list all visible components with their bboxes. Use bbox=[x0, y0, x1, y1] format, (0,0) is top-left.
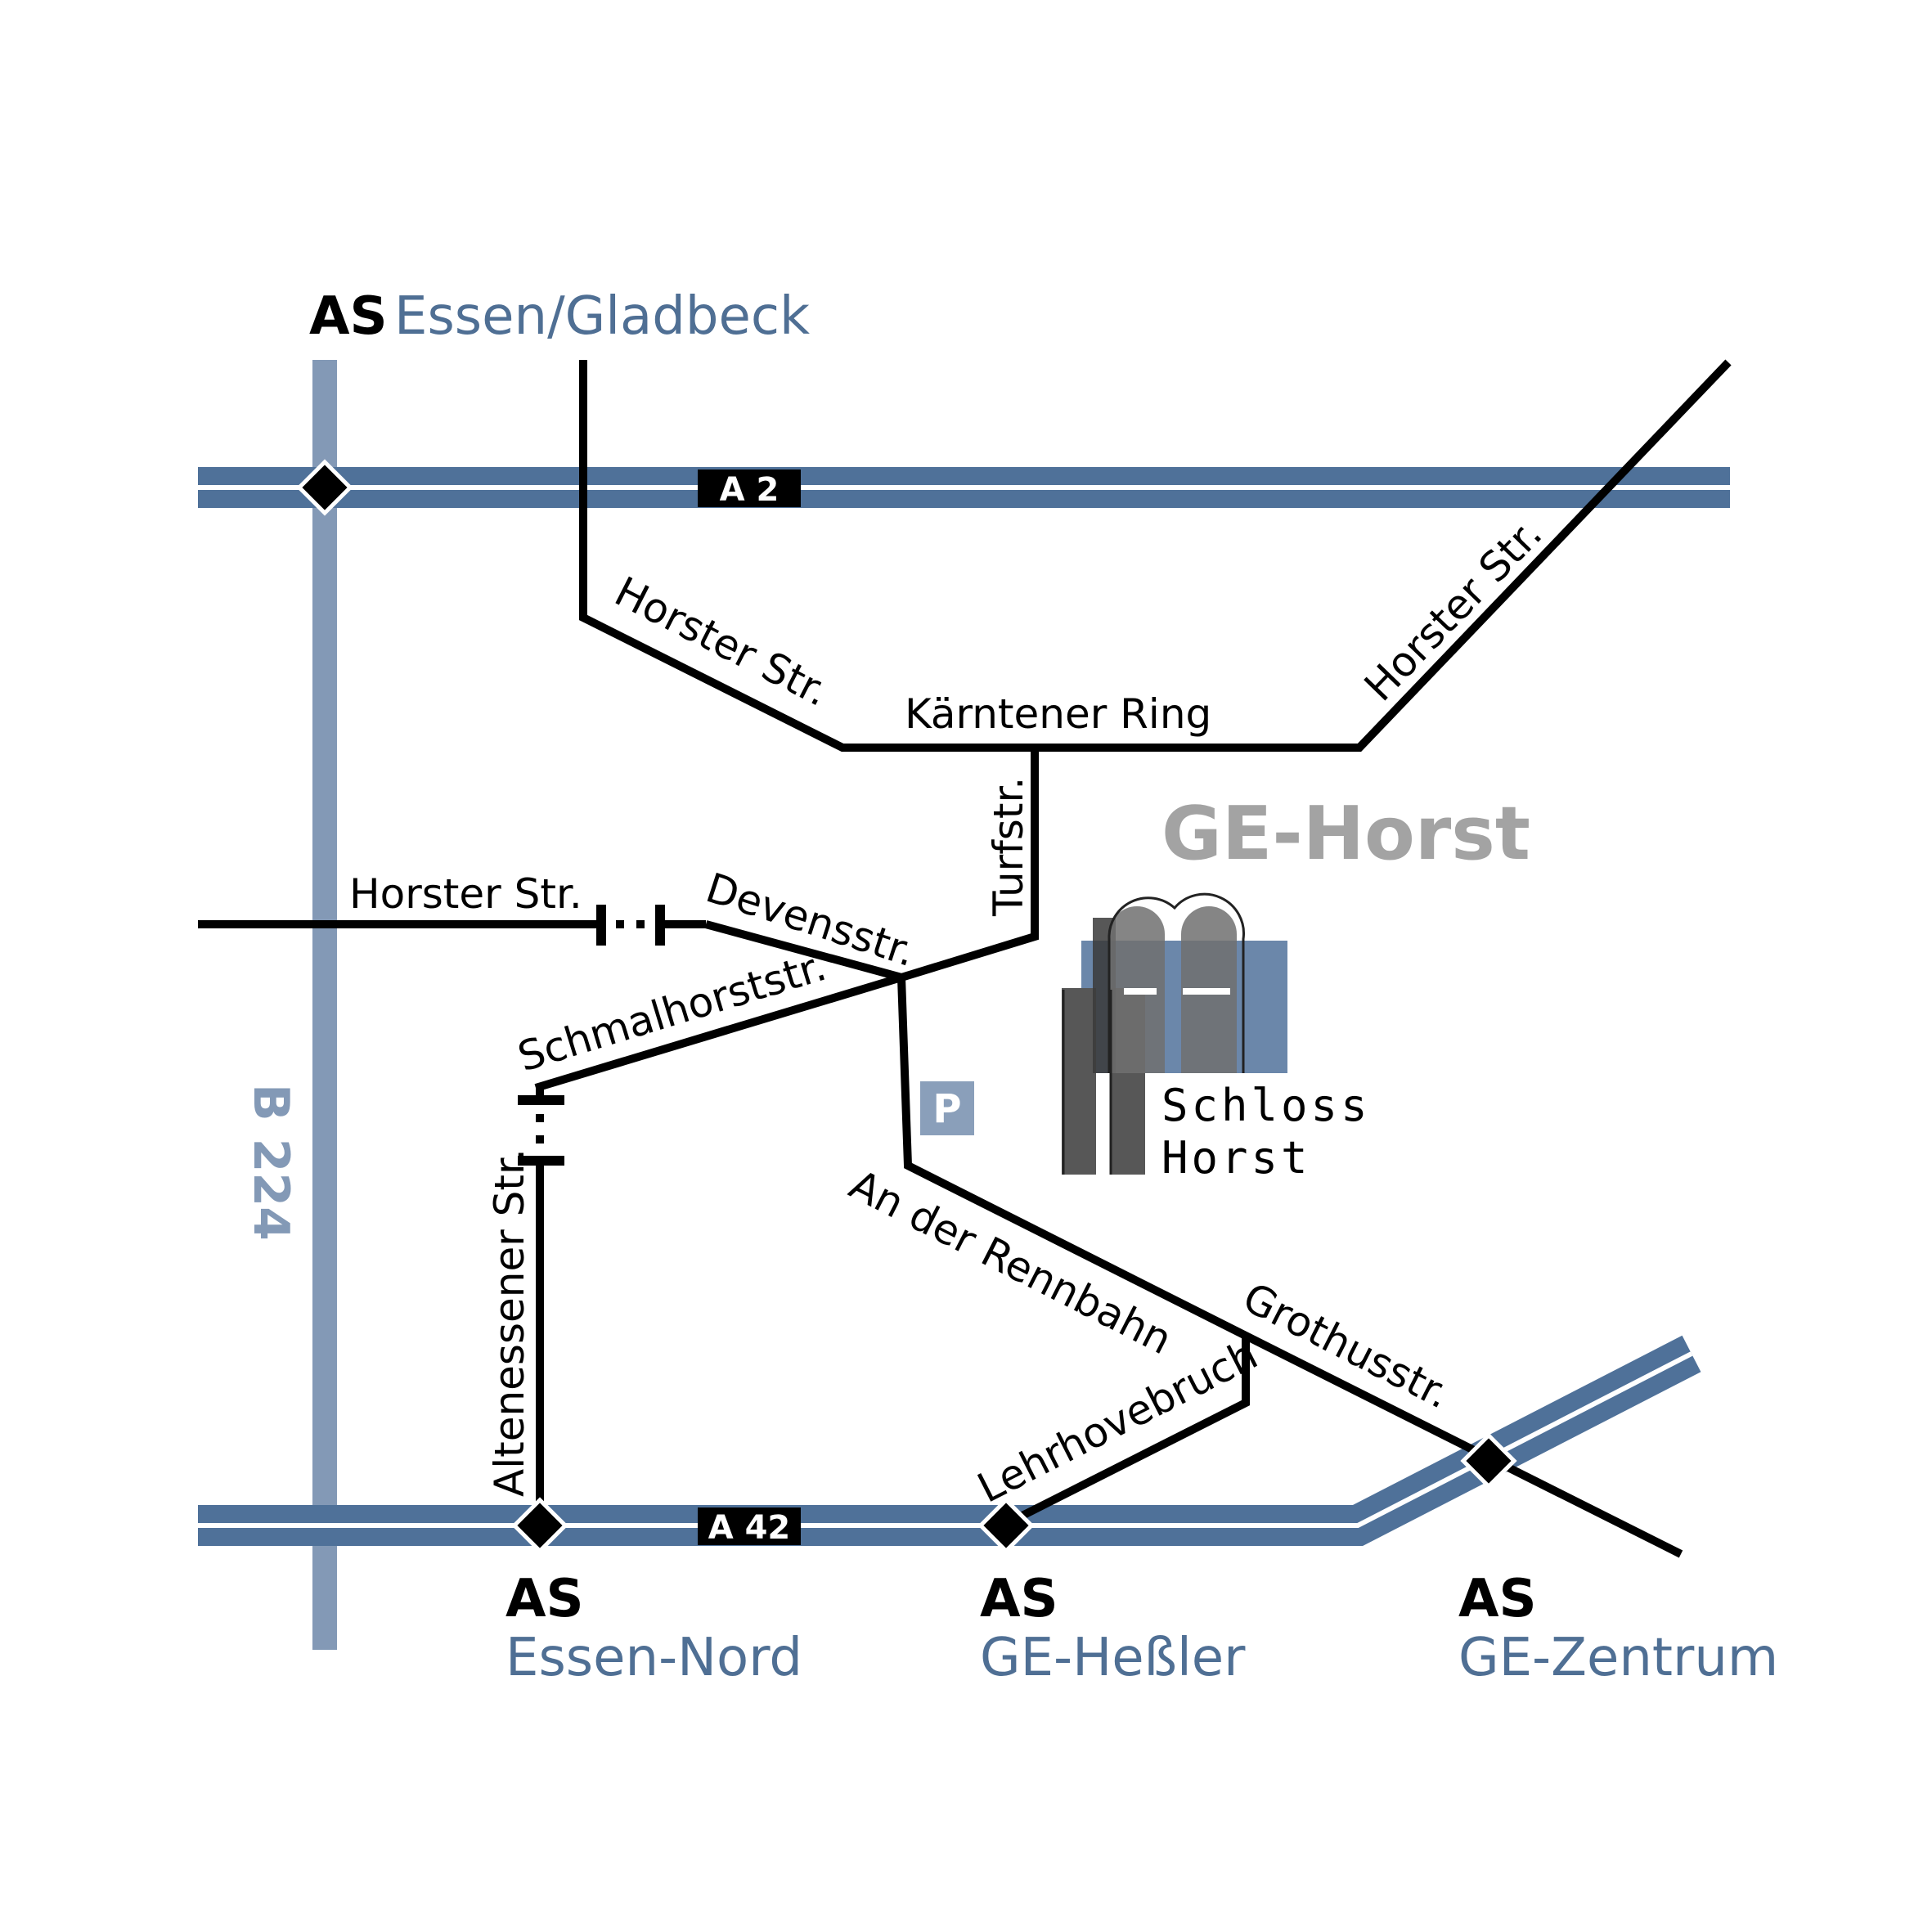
road-interruption-altenessener bbox=[518, 1088, 564, 1166]
svg-text:A 42: A 42 bbox=[708, 1509, 791, 1547]
road-interruption-horster bbox=[596, 905, 665, 946]
svg-text:AS: AS bbox=[309, 286, 388, 347]
b224-label: B 224 bbox=[242, 1084, 299, 1241]
junction-label-ge-hessler: AS GE-Heßler bbox=[980, 1569, 1246, 1688]
junction-label-essen-nord: AS Essen-Nord bbox=[505, 1569, 802, 1688]
junction-label-ge-zentrum: AS GE-Zentrum bbox=[1458, 1569, 1778, 1688]
junction-diamond-essen-nord bbox=[511, 1497, 568, 1554]
svg-text:GE-Heßler: GE-Heßler bbox=[980, 1628, 1246, 1688]
poi-name-line1: Schloss bbox=[1161, 1080, 1371, 1131]
local-roads bbox=[198, 359, 1732, 1558]
street-label-lehrhovebruch: Lehrhovebruch bbox=[970, 1331, 1265, 1512]
poi-name-line2: Horst bbox=[1161, 1132, 1311, 1184]
svg-text:AS: AS bbox=[1458, 1569, 1537, 1629]
street-label-horster-nw: Horster Str. bbox=[608, 568, 837, 716]
junction-label-essen-gladbeck: AS Essen/Gladbeck bbox=[309, 286, 810, 347]
street-label-horster-w: Horster Str. bbox=[349, 870, 582, 918]
a2-shield: A 2 bbox=[698, 470, 801, 509]
svg-text:GE-Zentrum: GE-Zentrum bbox=[1458, 1628, 1778, 1688]
junction-diamond-ge-zentrum bbox=[1460, 1432, 1517, 1489]
street-label-horster-ne: Horster Str. bbox=[1355, 510, 1552, 710]
street-label-altenessener: Altenessener Str. bbox=[486, 1148, 533, 1497]
a42-motorway bbox=[198, 1335, 1701, 1546]
castle-icon bbox=[1062, 892, 1287, 1175]
svg-text:Essen/Gladbeck: Essen/Gladbeck bbox=[394, 286, 810, 347]
street-label-turfstr: Turfstr. bbox=[985, 777, 1032, 917]
district-label: GE-Horst bbox=[1161, 791, 1530, 877]
svg-text:AS: AS bbox=[505, 1569, 584, 1629]
street-label-rennbahn: An der Rennbahn bbox=[842, 1161, 1179, 1364]
street-label-kaerntener: Kärntener Ring bbox=[905, 690, 1211, 738]
svg-text:A 2: A 2 bbox=[720, 471, 780, 509]
svg-text:P: P bbox=[932, 1086, 961, 1132]
junction-diamond-b224-a2 bbox=[296, 459, 353, 516]
svg-text:AS: AS bbox=[980, 1569, 1058, 1629]
parking-sign: P bbox=[920, 1081, 974, 1135]
svg-text:Essen-Nord: Essen-Nord bbox=[505, 1628, 802, 1688]
a42-shield: A 42 bbox=[698, 1507, 801, 1547]
junction-diamond-ge-hessler bbox=[977, 1497, 1035, 1554]
